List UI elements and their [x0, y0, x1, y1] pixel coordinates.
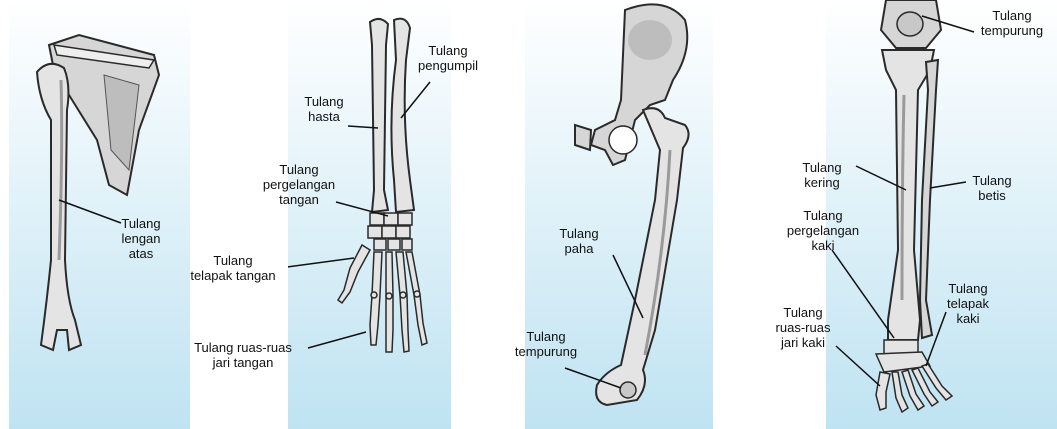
patella-label: Tulang tempurung: [972, 8, 1052, 38]
fibula-label: Tulang betis: [962, 173, 1022, 203]
femur-panel: Tulang paha: [525, 0, 713, 429]
humerus-panel: Tulang lengan atas: [9, 0, 190, 429]
metatarsal-label: Tulang telapak kaki: [938, 281, 998, 326]
tibia-label: Tulang kering: [792, 160, 852, 190]
forearm-panel: Tulang pengumpil Tulang hasta Tulang per…: [288, 0, 451, 429]
femur-illustration: [525, 0, 713, 429]
femur-label: Tulang paha: [549, 226, 609, 256]
phalanges-label: Tulang ruas-ruas jari tangan: [184, 340, 302, 370]
humerus-label: Tulang lengan atas: [111, 216, 171, 261]
metacarpal-label: Tulang telapak tangan: [186, 253, 280, 283]
panel-background: [525, 0, 713, 429]
ulna-label: Tulang hasta: [296, 94, 352, 124]
toe-phalanges-label: Tulang ruas-ruas jari kaki: [768, 305, 838, 350]
radius-label: Tulang pengumpil: [410, 43, 486, 73]
wrist-bones: [368, 213, 412, 250]
tarsal-label: Tulang pergelangan kaki: [782, 208, 864, 253]
hip-joint-label: Tulang tempurung: [508, 329, 584, 359]
patella-bone: [897, 12, 923, 36]
wrist-label: Tulang pergelangan tangan: [252, 162, 346, 207]
humerus-illustration: [9, 0, 190, 429]
